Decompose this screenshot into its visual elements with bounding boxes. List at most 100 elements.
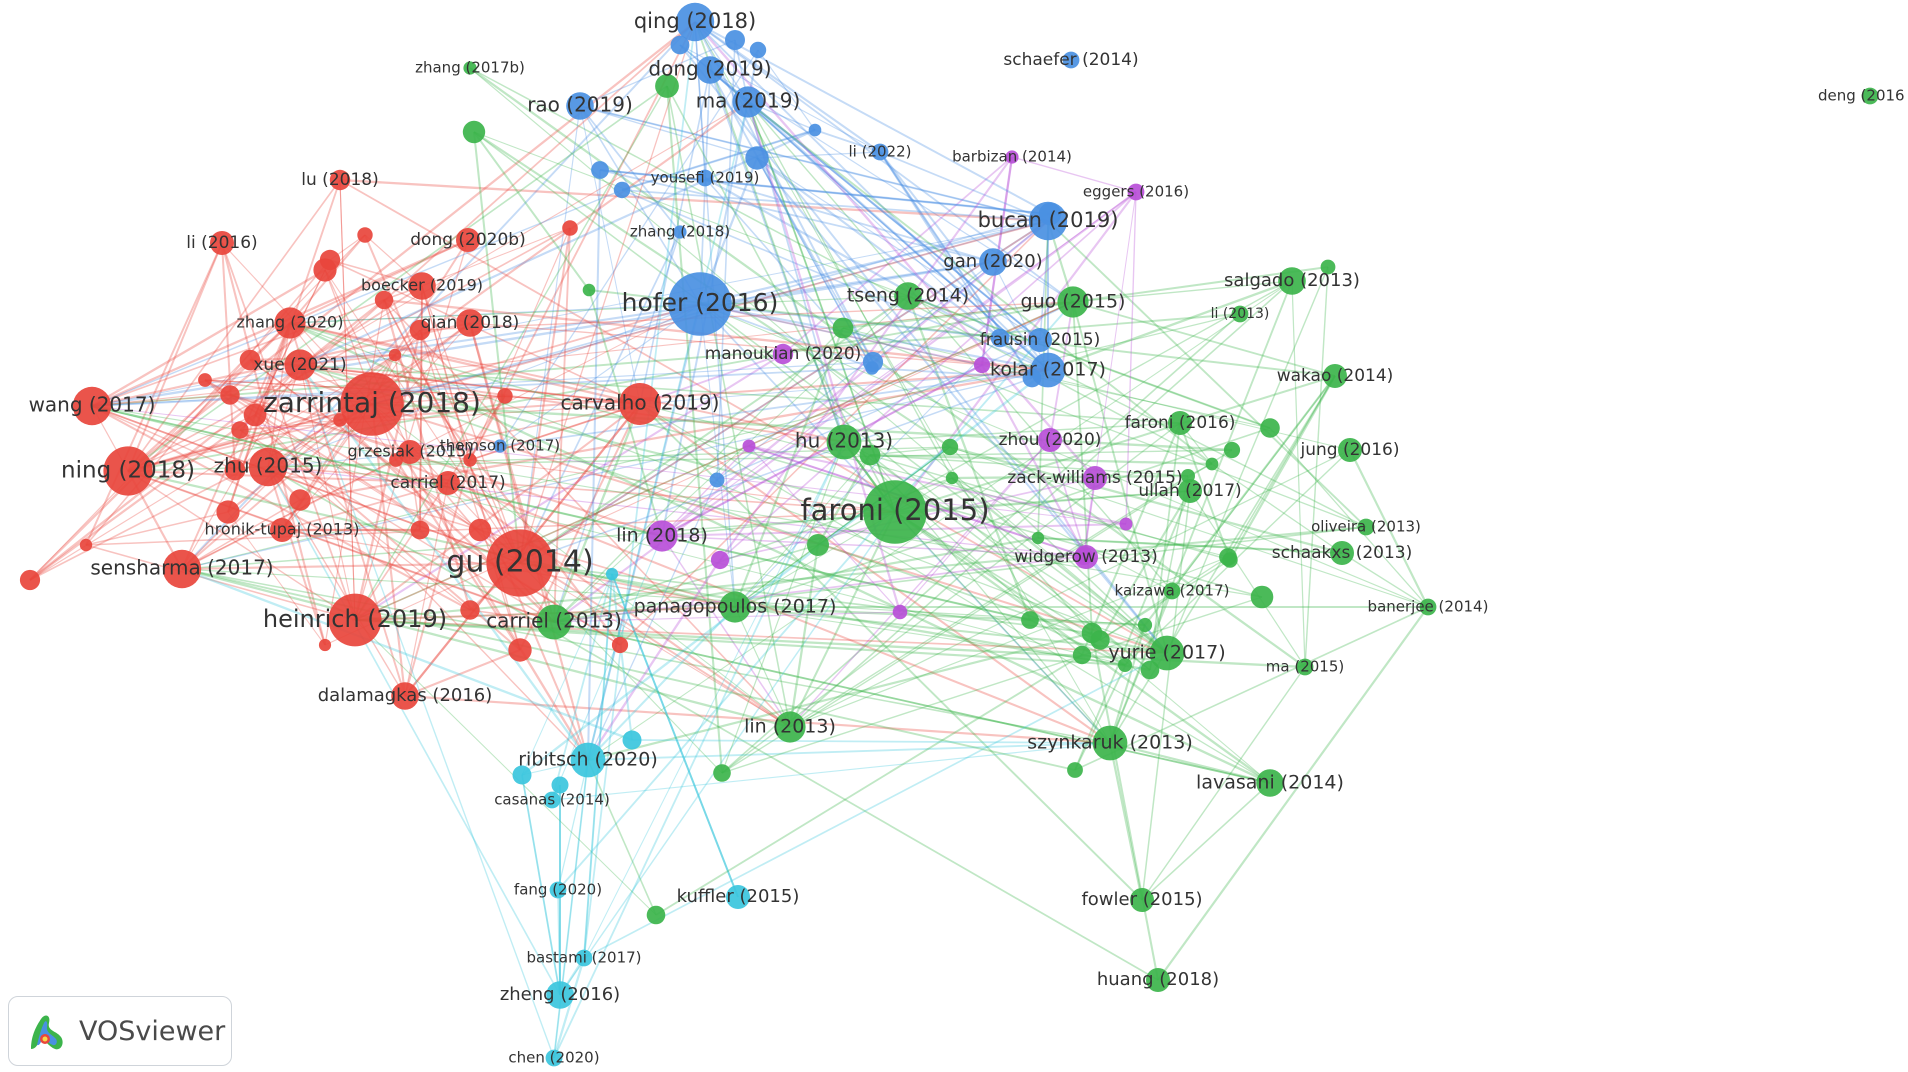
network-node-li2016[interactable]: li (2016)	[186, 231, 258, 255]
network-node-hroniktupaj2013[interactable]: hronik-tupaj (2013)	[205, 518, 360, 542]
network-node-lin2013[interactable]: lin (2013)	[744, 711, 836, 743]
node-bubble[interactable]	[1178, 479, 1202, 503]
node-bubble[interactable]	[979, 248, 1007, 276]
node-bubble[interactable]	[675, 2, 715, 42]
node-bubble[interactable]	[1278, 267, 1306, 295]
node-bubble[interactable]	[668, 272, 732, 336]
node-bubble[interactable]	[1038, 428, 1062, 452]
network-node-panagopoulos2017[interactable]: panagopoulos (2017)	[634, 591, 837, 623]
network-node-oliveira2013[interactable]: oliveira (2013)	[1311, 518, 1421, 536]
node-bubble[interactable]	[340, 372, 404, 436]
network-node-bucan2019[interactable]: bucan (2019)	[978, 201, 1119, 241]
node-bubble[interactable]	[398, 440, 422, 464]
network-node-sensharma2017[interactable]: sensharma (2017)	[90, 549, 274, 589]
network-node-kolar2017[interactable]: kolar (2017)	[990, 352, 1106, 388]
network-node-fang2020[interactable]: fang (2020)	[514, 881, 602, 899]
network-node-boecker2019[interactable]: boecker (2019)	[361, 272, 483, 300]
node-bubble[interactable]	[1419, 598, 1437, 616]
network-node-li2022[interactable]: li (2022)	[849, 143, 912, 161]
network-node-eggers2016[interactable]: eggers (2016)	[1083, 183, 1189, 201]
node-bubble[interactable]	[284, 349, 316, 381]
node-bubble[interactable]	[72, 386, 112, 426]
node-bubble[interactable]	[162, 549, 202, 589]
network-node-xue2021[interactable]: xue (2021)	[253, 349, 347, 381]
network-node-carriel2013[interactable]: carriel (2013)	[486, 604, 622, 640]
node-bubble[interactable]	[1083, 466, 1107, 490]
node-bubble[interactable]	[894, 282, 922, 310]
network-node-carriel2017[interactable]: carriel (2017)	[390, 471, 506, 495]
network-node-ma2015[interactable]: ma (2015)	[1266, 658, 1344, 676]
node-bubble[interactable]	[726, 885, 750, 909]
network-node-banerjee2014[interactable]: banerjee (2014)	[1368, 598, 1489, 616]
node-bubble[interactable]	[1030, 352, 1066, 388]
network-node-deng2016[interactable]: deng (2016	[1818, 87, 1905, 105]
network-node-li2013[interactable]: li (2013)	[1211, 305, 1270, 323]
node-bubble[interactable]	[619, 383, 661, 425]
network-node-faroni2015[interactable]: faroni (2015)	[800, 480, 990, 544]
node-bubble[interactable]	[486, 529, 554, 597]
node-bubble[interactable]	[566, 92, 594, 120]
node-bubble[interactable]	[732, 86, 764, 118]
node-bubble[interactable]	[391, 682, 419, 710]
node-bubble[interactable]	[774, 711, 806, 743]
network-node-qian2018[interactable]: qian (2018)	[421, 309, 520, 337]
network-node-guo2015[interactable]: guo (2015)	[1021, 286, 1126, 318]
network-node-ning2018[interactable]: ning (2018)	[61, 446, 195, 496]
network-node-salgado2013[interactable]: salgado (2013)	[1224, 267, 1360, 295]
network-node-huang2018[interactable]: huang (2018)	[1097, 968, 1219, 992]
node-bubble[interactable]	[1057, 286, 1089, 318]
node-bubble[interactable]	[456, 309, 484, 337]
network-node-faroni2016[interactable]: faroni (2016)	[1125, 411, 1236, 435]
node-bubble[interactable]	[570, 742, 606, 778]
node-bubble[interactable]	[408, 272, 436, 300]
node-bubble[interactable]	[1074, 545, 1098, 569]
node-bubble[interactable]	[549, 881, 567, 899]
node-bubble[interactable]	[543, 791, 561, 809]
network-node-dalamagkas2016[interactable]: dalamagkas (2016)	[318, 682, 493, 710]
network-node-tseng2014[interactable]: tseng (2014)	[847, 282, 969, 310]
node-bubble[interactable]	[103, 446, 153, 496]
network-node-carvalho2019[interactable]: carvalho (2019)	[561, 383, 720, 425]
node-bubble[interactable]	[1005, 150, 1019, 164]
node-bubble[interactable]	[1323, 364, 1347, 388]
node-bubble[interactable]	[1256, 769, 1284, 797]
node-bubble[interactable]	[1130, 888, 1154, 912]
node-bubble[interactable]	[210, 231, 234, 255]
network-node-grzesiak2015[interactable]: grzesiak (2015)	[347, 440, 473, 464]
node-bubble[interactable]	[545, 1049, 563, 1067]
network-node-fowler2015[interactable]: fowler (2015)	[1081, 888, 1203, 912]
node-bubble[interactable]	[274, 307, 306, 339]
network-node-gan2020[interactable]: gan (2020)	[943, 248, 1043, 276]
node-bubble[interactable]	[1163, 582, 1181, 600]
node-bubble[interactable]	[696, 56, 724, 84]
network-node-casanas2014[interactable]: casanas (2014)	[494, 791, 610, 809]
node-bubble[interactable]	[328, 593, 382, 647]
node-bubble[interactable]	[456, 228, 480, 252]
network-node-jung2016[interactable]: jung (2016)	[1300, 438, 1400, 462]
network-node-zhou2020[interactable]: zhou (2020)	[999, 428, 1102, 452]
network-node-schaefer2014[interactable]: schaefer (2014)	[1003, 50, 1138, 70]
node-bubble[interactable]	[1168, 411, 1192, 435]
network-node-zhu2015[interactable]: zhu (2015)	[214, 447, 323, 487]
network-node-lin2018[interactable]: lin (2018)	[616, 520, 708, 552]
node-bubble[interactable]	[1231, 305, 1249, 323]
node-bubble[interactable]	[1062, 51, 1080, 69]
network-node-chen2020[interactable]: chen (2020)	[508, 1049, 599, 1067]
node-bubble[interactable]	[1861, 87, 1879, 105]
network-node-yurie2017[interactable]: yurie (2017)	[1108, 635, 1226, 671]
node-bubble[interactable]	[575, 949, 593, 967]
node-bubble[interactable]	[1146, 968, 1170, 992]
node-bubble[interactable]	[646, 520, 678, 552]
network-node-zarrintaj2018[interactable]: zarrintaj (2018)	[263, 372, 481, 436]
network-node-wakao2014[interactable]: wakao (2014)	[1277, 364, 1394, 388]
node-bubble[interactable]	[1357, 518, 1375, 536]
network-node-wang2017[interactable]: wang (2017)	[29, 386, 156, 426]
network-node-kuffler2015[interactable]: kuffler (2015)	[677, 885, 800, 909]
network-node-barbizan2014[interactable]: barbizan (2014)	[952, 148, 1072, 166]
node-bubble[interactable]	[463, 61, 477, 75]
node-bubble[interactable]	[871, 143, 889, 161]
network-node-dong2019[interactable]: dong (2019)	[648, 56, 772, 84]
node-bubble[interactable]	[1338, 438, 1362, 462]
network-node-hu2013[interactable]: hu (2013)	[795, 424, 893, 460]
